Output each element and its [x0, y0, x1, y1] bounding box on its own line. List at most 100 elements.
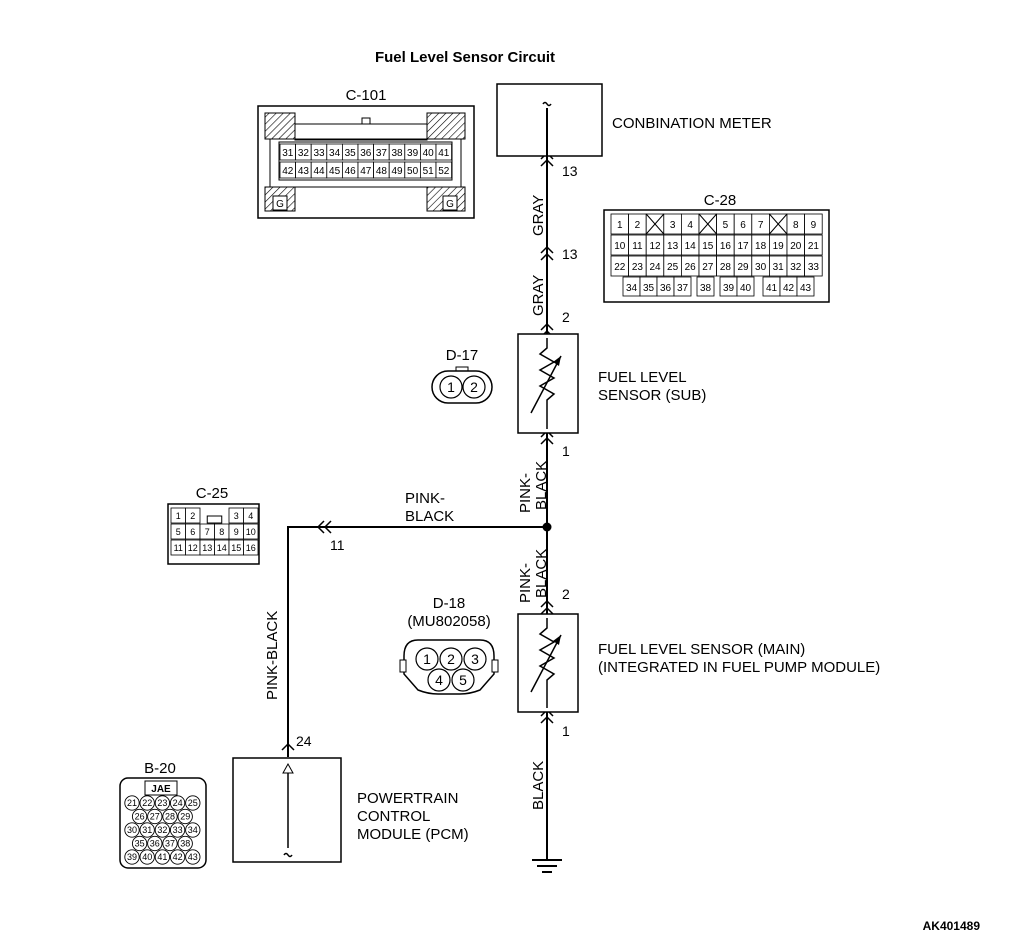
b20-tag: JAE	[151, 784, 171, 795]
b20-pin-22: 22	[142, 798, 152, 808]
sensor-main-line2: (INTEGRATED IN FUEL PUMP MODULE)	[598, 659, 880, 676]
c25-pin-3: 3	[234, 511, 239, 521]
b20-pin-30: 30	[127, 825, 137, 835]
c28-pin-6: 6	[740, 220, 746, 231]
wire-label-gray-2: GRAY	[530, 275, 547, 316]
wire-label-pcm: PINK-BLACK	[264, 611, 281, 700]
c28-pin-39: 39	[723, 283, 735, 294]
wire-label-pink-lower-1: PINK-	[517, 563, 534, 603]
c101-pin-34: 34	[329, 148, 341, 159]
wire-label-branch-2: BLACK	[405, 508, 454, 525]
c28-pin-33: 33	[808, 262, 820, 273]
pcm-module: POWERTRAIN CONTROL MODULE (PCM)	[232, 757, 469, 863]
c28-pin-5: 5	[723, 220, 729, 231]
b20-pin-37: 37	[165, 839, 175, 849]
c28-pin-10: 10	[614, 241, 626, 252]
b20-pin-31: 31	[142, 825, 152, 835]
sensor-sub-line1: FUEL LEVEL	[598, 369, 687, 386]
c25-pin-9: 9	[234, 527, 239, 537]
c25-pin-7: 7	[205, 527, 210, 537]
wire-label-black: BLACK	[530, 761, 547, 810]
c28-pin-11: 11	[632, 241, 643, 252]
c101-pin-52: 52	[438, 166, 450, 177]
b20-pin-38: 38	[180, 839, 190, 849]
c28-pin-28: 28	[720, 262, 732, 273]
c28-pin-36: 36	[660, 283, 672, 294]
c28-pin-35: 35	[643, 283, 655, 294]
c101-pin-39: 39	[407, 148, 419, 159]
c25-pin-6: 6	[190, 527, 195, 537]
c25-pin-1: 1	[176, 511, 181, 521]
c28-pin-34: 34	[626, 283, 638, 294]
c101-pin-32: 32	[298, 148, 310, 159]
c101-pin-35: 35	[345, 148, 357, 159]
c101-pin-46: 46	[345, 166, 357, 177]
c101-pin-33: 33	[313, 148, 325, 159]
c25-pin-4: 4	[248, 511, 253, 521]
d17-label: D-17	[446, 347, 479, 364]
c25-pin-11: 11	[174, 543, 183, 553]
c101-pin-48: 48	[376, 166, 388, 177]
c101-label: C-101	[346, 87, 387, 104]
b20-pin-32: 32	[157, 825, 167, 835]
c101-pin-38: 38	[391, 148, 403, 159]
c28-pin-26: 26	[685, 262, 697, 273]
c28-pin-17: 17	[737, 241, 749, 252]
b20-pin-43: 43	[188, 852, 198, 862]
c28-pin-4: 4	[687, 220, 693, 231]
c25-pin-8: 8	[219, 527, 224, 537]
c28-pin-24: 24	[649, 262, 661, 273]
c28-label: C-28	[704, 192, 737, 209]
c28-pin-40: 40	[740, 283, 752, 294]
c25-pin-15: 15	[231, 543, 241, 553]
c25-pin-13: 13	[202, 543, 212, 553]
c28-pin-3: 3	[670, 220, 676, 231]
pin-sub-1: 1	[562, 443, 570, 459]
c101-mark-left: G	[276, 199, 284, 210]
c101-pin-47: 47	[360, 166, 372, 177]
c101-mark-right: G	[446, 199, 454, 210]
b20-pin-27: 27	[150, 812, 160, 822]
c28-pin-27: 27	[702, 262, 714, 273]
d18-pin-1: 1	[423, 651, 431, 667]
c28-pin-21: 21	[808, 241, 820, 252]
c28-pin-2: 2	[635, 220, 641, 231]
b20-label: B-20	[144, 760, 176, 777]
c101-pin-37: 37	[376, 148, 388, 159]
c101-pin-40: 40	[423, 148, 435, 159]
wire-label-gray-1: GRAY	[530, 195, 547, 236]
c28-pin-13: 13	[667, 241, 679, 252]
sensor-main-line1: FUEL LEVEL SENSOR (MAIN)	[598, 641, 805, 658]
c28-pin-32: 32	[790, 262, 802, 273]
c28-pin-41: 41	[766, 283, 778, 294]
b20-pin-39: 39	[127, 852, 137, 862]
wire-label-pink-upper-2: BLACK	[533, 461, 550, 510]
b20-pin-40: 40	[142, 852, 152, 862]
b20-pin-34: 34	[188, 825, 198, 835]
c25-label: C-25	[196, 485, 229, 502]
c28-pin-9: 9	[811, 220, 817, 231]
c25-pin-2: 2	[190, 511, 195, 521]
b20-pin-29: 29	[180, 812, 190, 822]
d17-pin-1: 1	[447, 379, 455, 395]
c28-pin-19: 19	[773, 241, 785, 252]
c28-pin-8: 8	[793, 220, 799, 231]
d18-pin-3: 3	[471, 651, 479, 667]
c25-pin-5: 5	[176, 527, 181, 537]
c101-pin-36: 36	[360, 148, 372, 159]
b20-pin-28: 28	[165, 812, 175, 822]
d18-pin-4: 4	[435, 672, 443, 688]
pin-c28-13: 13	[562, 246, 578, 262]
wire-label-branch-1: PINK-	[405, 490, 445, 507]
c28-pin-18: 18	[755, 241, 767, 252]
d18-part: (MU802058)	[407, 613, 490, 630]
b20-pin-25: 25	[188, 798, 198, 808]
pin-main-2: 2	[562, 586, 570, 602]
splice-point	[542, 522, 552, 532]
pin-pcm-24: 24	[296, 733, 312, 749]
